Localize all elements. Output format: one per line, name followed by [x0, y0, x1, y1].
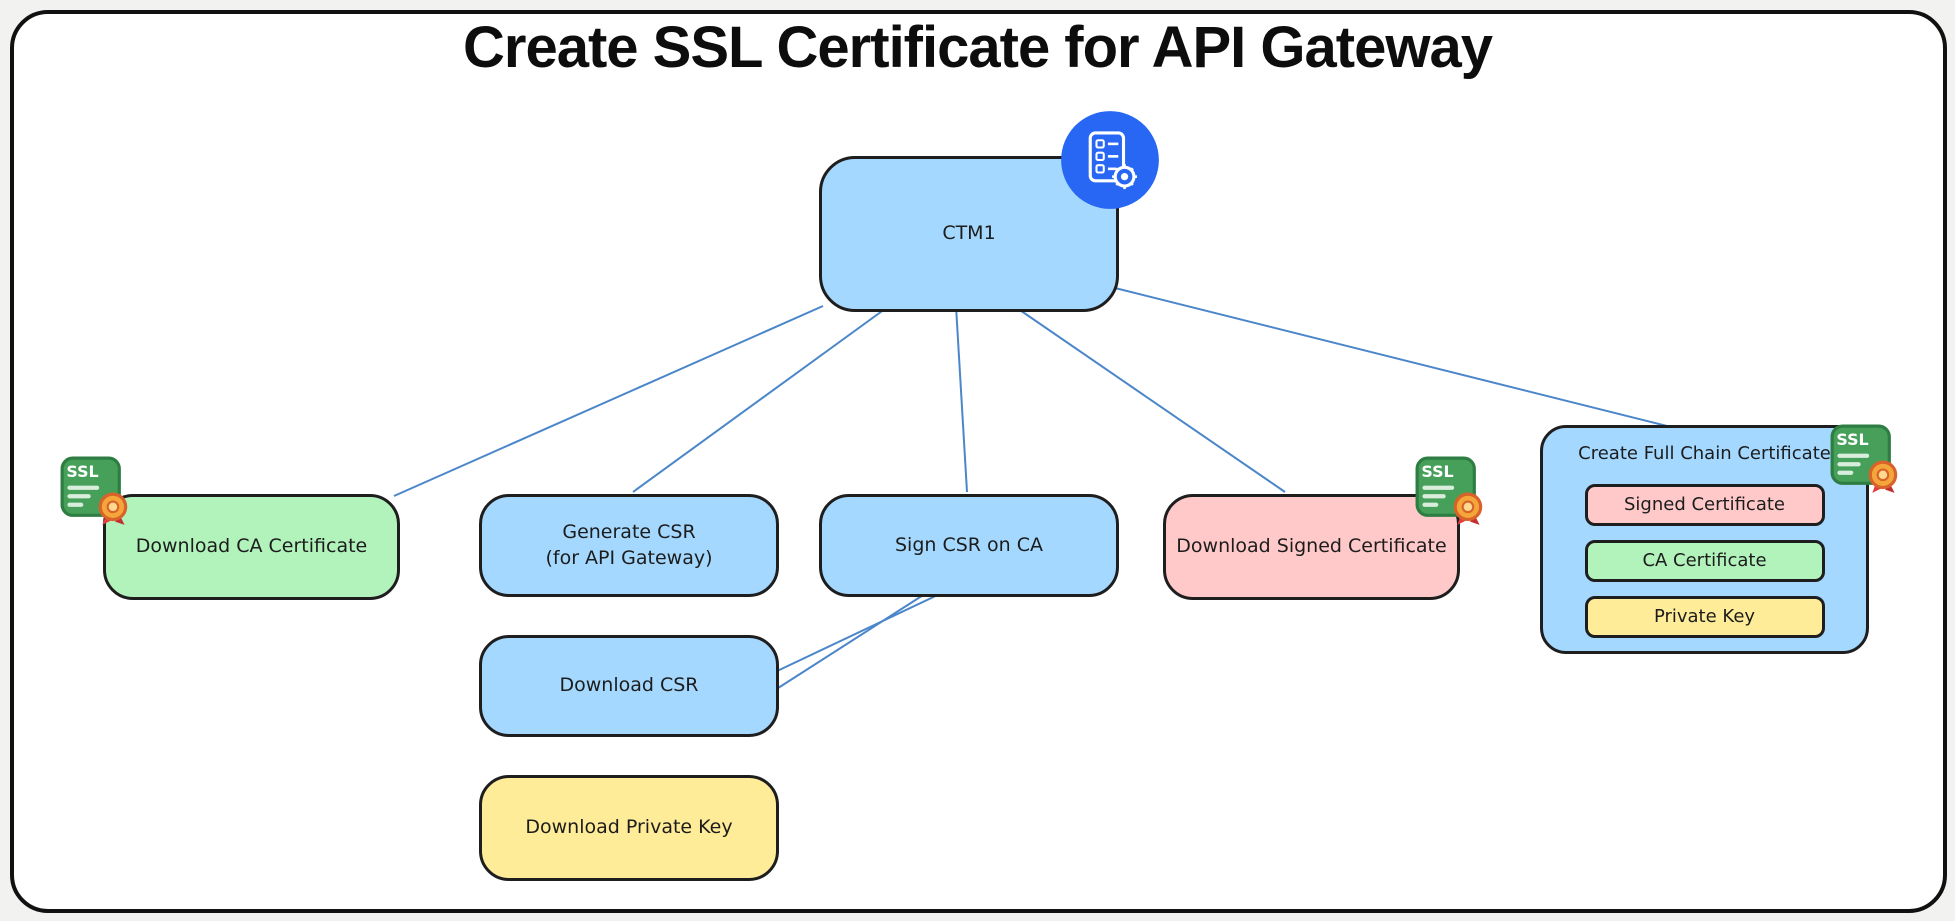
diagram-title: Create SSL Certificate for API Gateway [463, 15, 1493, 80]
node-download-private-key-label: Download Private Key [525, 816, 733, 839]
node-sign-csr-on-ca-label: Sign CSR on CA [894, 533, 1044, 556]
node-download-private-key: Download Private Key [479, 775, 779, 881]
chain-item-signed-certificate-label: Signed Certificate [1624, 494, 1785, 516]
node-create-full-chain-certificate: Create Full Chain Certificate Signed Cer… [1540, 425, 1869, 654]
node-create-full-chain-certificate-label: Create Full Chain Certificate [1578, 443, 1831, 464]
node-generate-csr-label-line1: Generate CSR [562, 520, 696, 543]
node-ctm1: CTM1 [819, 156, 1119, 312]
chain-item-ca-certificate: CA Certificate [1584, 540, 1825, 583]
node-generate-csr-label-line2: (for API Gateway) [545, 546, 713, 569]
chain-item-private-key-label: Private Key [1653, 606, 1756, 628]
node-generate-csr: Generate CSR (for API Gateway) [479, 494, 779, 597]
node-sign-csr-on-ca: Sign CSR on CA [819, 494, 1119, 597]
node-download-csr-label: Download CSR [559, 674, 699, 697]
chain-item-ca-certificate-label: CA Certificate [1642, 550, 1767, 572]
node-download-signed-certificate-label: Download Signed Certificate [1176, 535, 1447, 558]
node-ctm1-label: CTM1 [942, 222, 996, 245]
node-download-ca-certificate: Download CA Certificate [103, 494, 400, 600]
chain-item-private-key: Private Key [1584, 596, 1825, 639]
node-download-signed-certificate: Download Signed Certificate [1163, 494, 1460, 600]
node-download-csr: Download CSR [479, 635, 779, 737]
chain-item-signed-certificate: Signed Certificate [1584, 484, 1825, 527]
node-download-ca-certificate-label: Download CA Certificate [135, 535, 368, 558]
